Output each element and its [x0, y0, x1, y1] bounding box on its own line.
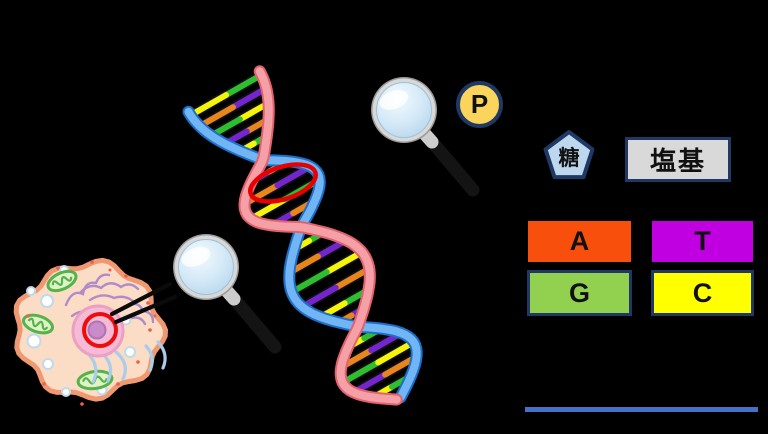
base-box-t: T — [652, 221, 753, 262]
dna-double-helix — [182, 65, 423, 406]
dna-highlight-ring — [248, 162, 318, 204]
mitochondrion — [22, 313, 54, 335]
sugar-label: 糖 — [559, 146, 580, 170]
base-box-a: A — [528, 221, 631, 262]
ribosome-dots — [26, 260, 157, 406]
sugar-pentagon-shape — [543, 130, 595, 180]
filaments — [88, 340, 167, 384]
base-label: 塩基 — [649, 146, 706, 176]
magnify-callout-lines — [109, 281, 178, 325]
nucleolus — [87, 320, 107, 340]
base-box-c: C — [651, 270, 754, 316]
decorative-underline — [525, 407, 758, 412]
sugar-pentagon: 糖 — [543, 130, 595, 180]
mitochondrion — [46, 269, 78, 293]
base-t-label: T — [694, 226, 711, 256]
base-label-box: 塩基 — [625, 137, 731, 182]
nucleus-highlight-ring — [82, 312, 118, 348]
animal-cell-illustration — [13, 257, 168, 406]
magnifying-glass-icon — [173, 234, 275, 347]
base-c-label: C — [692, 277, 713, 308]
phosphate-label: P — [470, 89, 489, 119]
phosphate-badge: P — [456, 81, 503, 128]
base-box-g: G — [527, 270, 632, 316]
base-g-label: G — [568, 277, 590, 308]
base-a-label: A — [569, 226, 590, 256]
